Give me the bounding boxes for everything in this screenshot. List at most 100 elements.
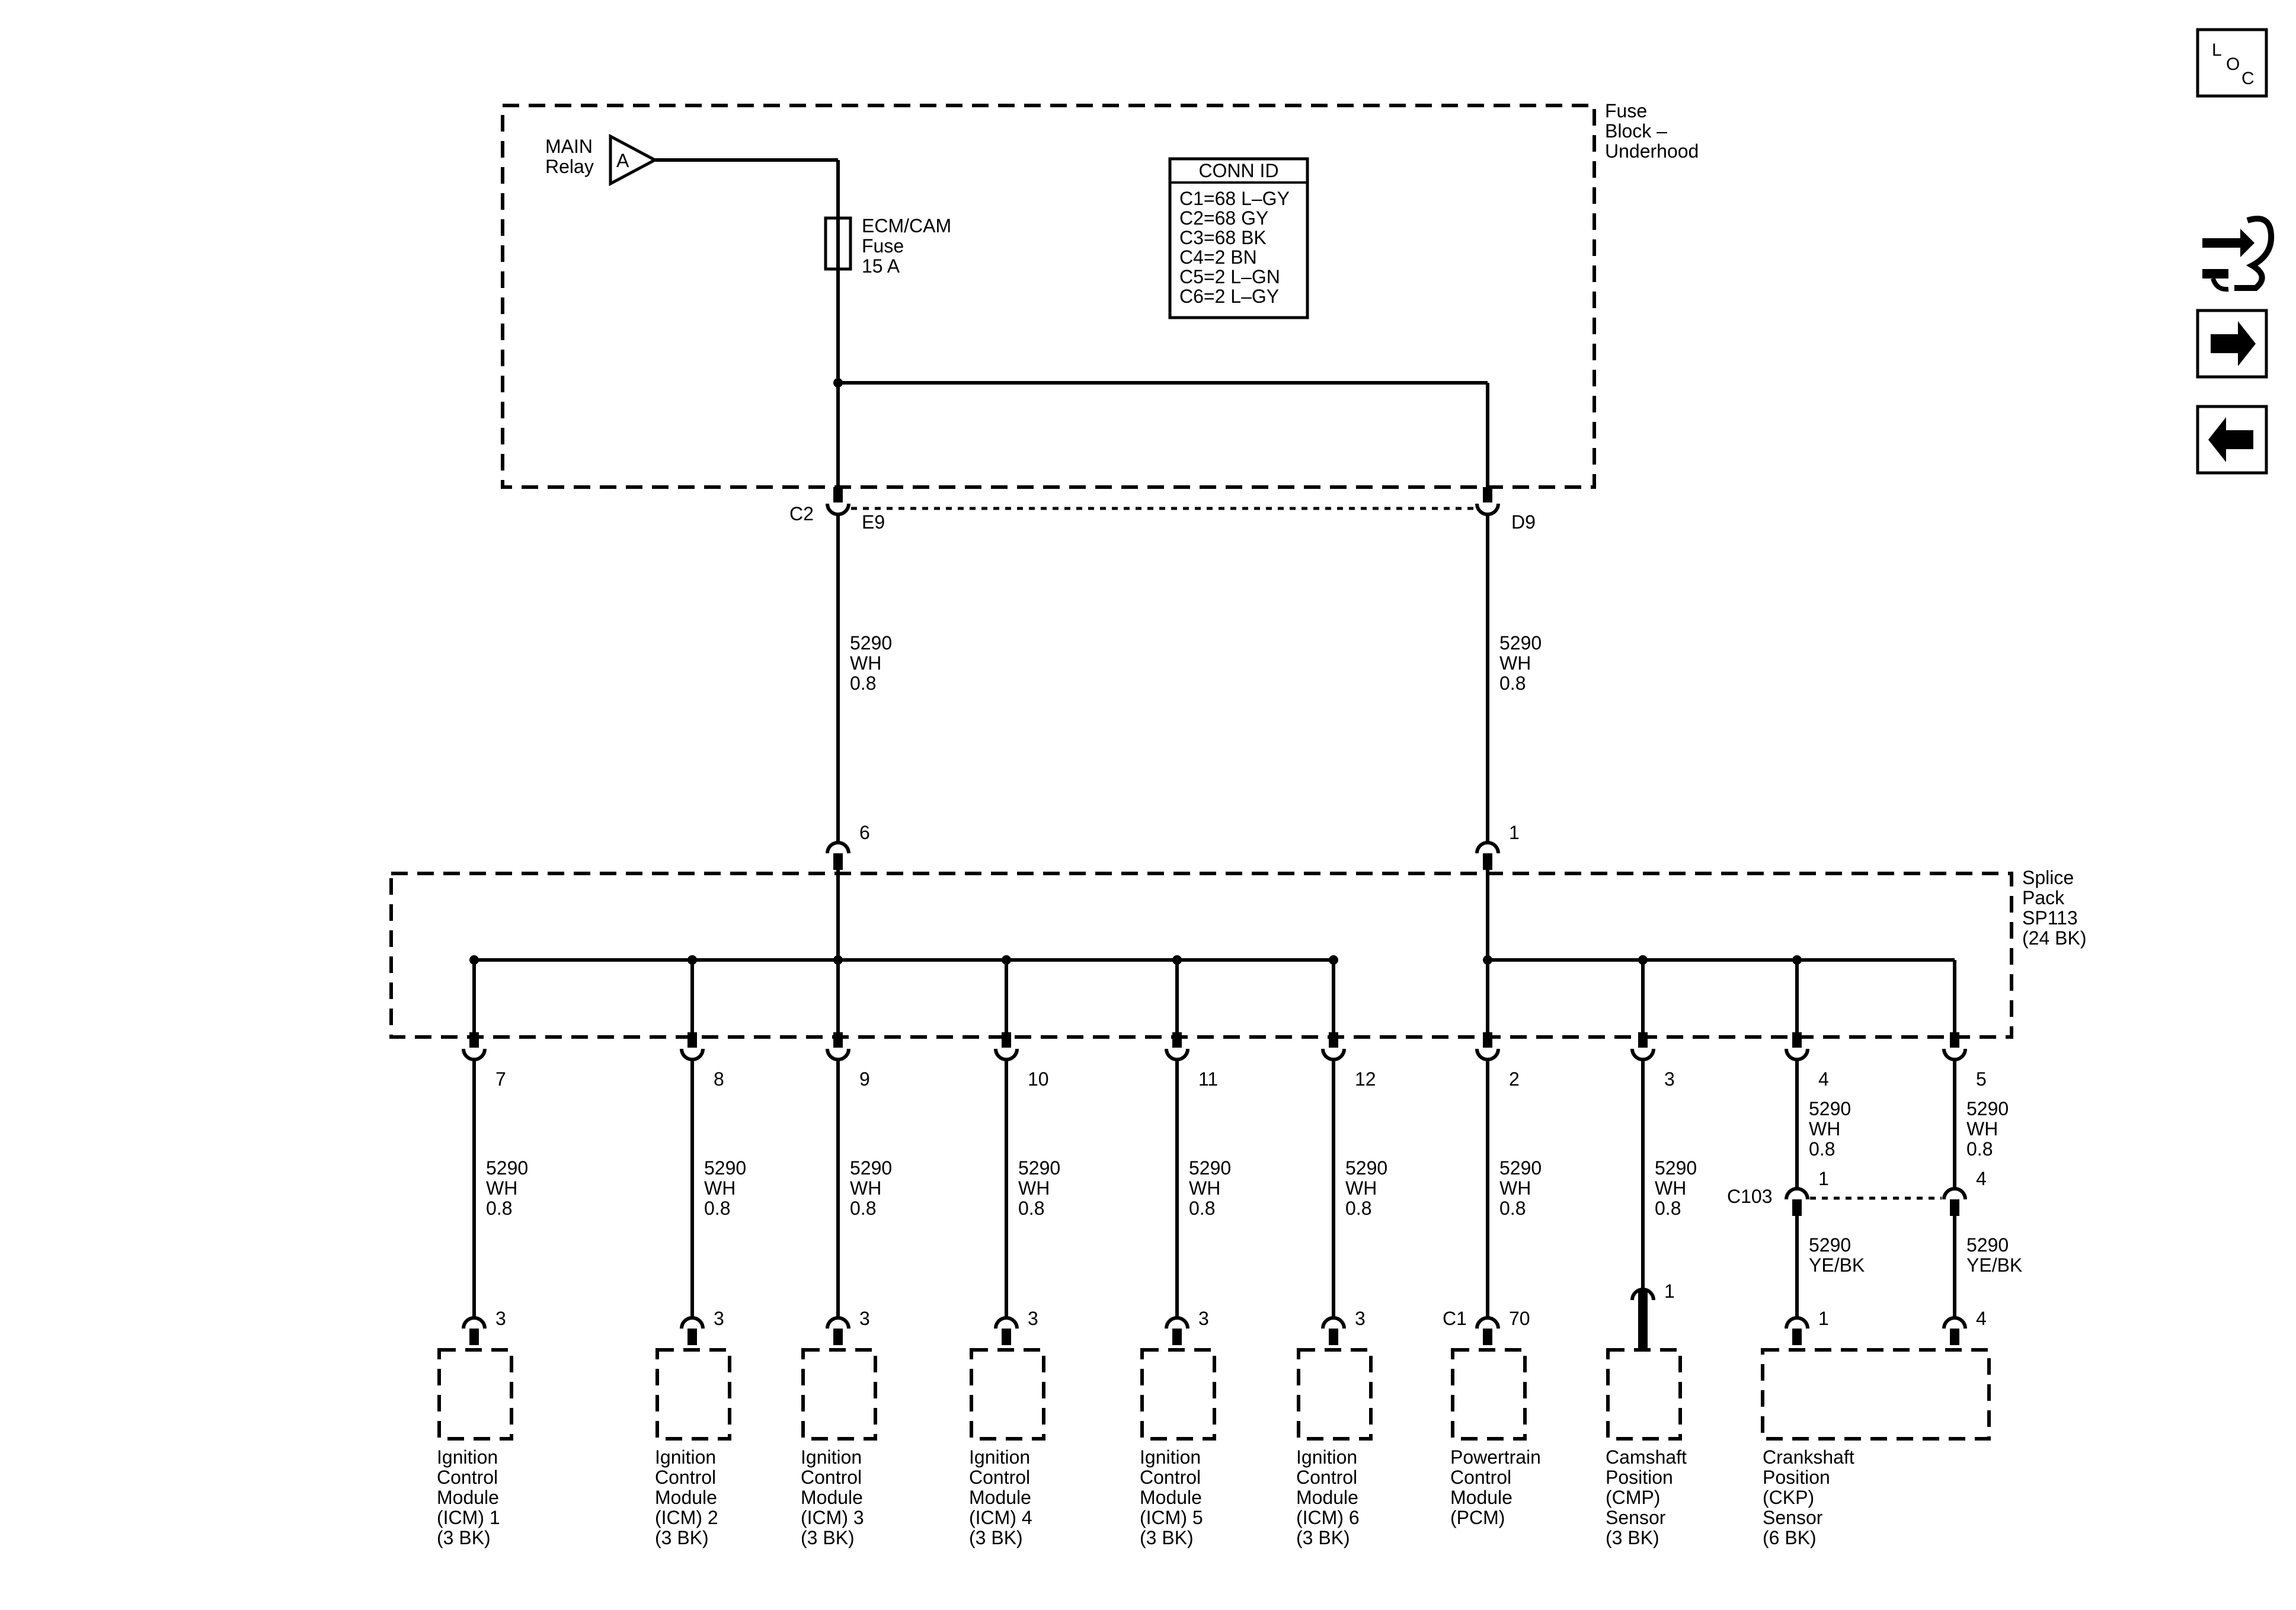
component-label-line: (3 BK) <box>969 1527 1023 1548</box>
conn-id-3: C3=68 BK <box>1179 227 1267 248</box>
component-pin: 3 <box>1198 1308 1209 1329</box>
splice-output-pin: 9 <box>859 1068 870 1090</box>
component-label-line: (ICM) 4 <box>969 1507 1032 1528</box>
wire-color: WH <box>486 1177 517 1199</box>
ckp-sensor-pin-b: 4 <box>1976 1308 1987 1329</box>
component-label-line: (ICM) 1 <box>437 1507 500 1528</box>
component-label-line: Module <box>801 1487 863 1508</box>
component-pin: 3 <box>859 1308 870 1329</box>
component-label-line: (ICM) 5 <box>1140 1507 1203 1528</box>
branch-circuit: 35290WH0.81CamshaftPosition(CMP)Sensor(3… <box>1606 955 1697 1548</box>
wire-size: 0.8 <box>850 1198 876 1219</box>
ckp-label-4: Sensor <box>1763 1507 1823 1528</box>
ckp-wire-a-circuit: 5290 <box>1809 1098 1851 1119</box>
relay-label-1: MAIN <box>545 136 593 157</box>
ckp-wire-b-size: 0.8 <box>1966 1138 1993 1160</box>
component-box <box>437 1348 513 1441</box>
component-pin: 70 <box>1509 1308 1530 1329</box>
component-box <box>1606 1348 1682 1441</box>
wire-right-color: WH <box>1499 652 1531 674</box>
wire-circuit-number: 5290 <box>1499 1157 1542 1179</box>
component-label-line: Control <box>655 1467 716 1488</box>
component-label-line: Module <box>1296 1487 1358 1508</box>
arrow-left-icon[interactable] <box>2196 405 2268 475</box>
wire-circuit-number: 5290 <box>1018 1157 1060 1179</box>
component-label-line: (3 BK) <box>437 1527 491 1548</box>
conn-id-5: C5=2 L–GN <box>1179 266 1280 287</box>
ckp-wire-d-circuit: 5290 <box>1966 1234 2009 1256</box>
wire-harness-icon[interactable] <box>2202 216 2275 292</box>
wire-size: 0.8 <box>1655 1198 1681 1219</box>
splice-output-pin: 7 <box>495 1068 506 1090</box>
component-label-line: Camshaft <box>1606 1446 1687 1468</box>
splice-output-pin: 10 <box>1028 1068 1049 1090</box>
splice-output-pin: 11 <box>1198 1068 1218 1090</box>
component-label-line: (PCM) <box>1450 1507 1505 1528</box>
wire-circuit-number: 5290 <box>1655 1157 1697 1179</box>
component-box <box>801 1348 877 1441</box>
wire-color: WH <box>1345 1177 1377 1199</box>
fuse-block-label-2: Block – <box>1605 120 1667 142</box>
component-label-line: Ignition <box>801 1446 862 1468</box>
ckp-wire-a-size: 0.8 <box>1809 1138 1835 1160</box>
conn-id-box <box>1168 157 1309 319</box>
splice-output-pin: 3 <box>1664 1068 1675 1090</box>
conn-id-1: C1=68 L–GY <box>1179 188 1290 209</box>
wire-circuit-number: 5290 <box>704 1157 746 1179</box>
branch-circuit: 25290WH0.870C1PowertrainControlModule(PC… <box>1443 960 1542 1528</box>
ckp-label-2: Position <box>1763 1467 1830 1488</box>
conn-id-2: C2=68 GY <box>1179 207 1268 229</box>
conn-id-6: C6=2 L–GY <box>1179 286 1279 307</box>
component-label-line: Ignition <box>1140 1446 1201 1468</box>
component-label-line: (3 BK) <box>1606 1527 1659 1548</box>
splice-in-pin-right: 1 <box>1509 822 1520 843</box>
component-label-line: Module <box>1140 1487 1202 1508</box>
component-label-line: Module <box>655 1487 717 1508</box>
wire-color: WH <box>1655 1177 1686 1199</box>
loc-letter-c: C <box>2241 69 2255 88</box>
pin-d9-label: D9 <box>1511 511 1536 533</box>
component-label-line: (CMP) <box>1606 1487 1660 1508</box>
arrow-right-icon[interactable] <box>2196 309 2268 379</box>
c2-connector-label: C2 <box>789 503 814 524</box>
component-label-line: Control <box>1450 1467 1511 1488</box>
component-label-line: (ICM) 3 <box>801 1507 864 1528</box>
splice-pin-4: 4 <box>1818 1068 1829 1090</box>
component-label-line: Powertrain <box>1450 1446 1541 1468</box>
component-label-line: Ignition <box>1296 1446 1357 1468</box>
wire-color: WH <box>1018 1177 1050 1199</box>
component-label-line: Control <box>969 1467 1030 1488</box>
ckp-wire-d-color: YE/BK <box>1966 1254 2022 1276</box>
component-label-line: (ICM) 2 <box>655 1507 718 1528</box>
component-label-line: Control <box>801 1467 862 1488</box>
wire-circuit-number: 5290 <box>1345 1157 1387 1179</box>
fuse-label-1: ECM/CAM <box>862 215 951 236</box>
splice-output-pin: 2 <box>1509 1068 1520 1090</box>
c103-pin-a: 1 <box>1818 1168 1829 1189</box>
splice-in-pin-left: 6 <box>859 822 870 843</box>
splice-output-pin: 8 <box>714 1068 724 1090</box>
component-box <box>655 1348 731 1441</box>
relay-triangle-icon <box>609 133 658 187</box>
splice-pin-5: 5 <box>1976 1068 1987 1090</box>
loc-letter-l: L <box>2212 40 2222 60</box>
component-label-line: Position <box>1606 1467 1673 1488</box>
ckp-wire-b-color: WH <box>1966 1118 1998 1140</box>
loc-button[interactable]: L O C <box>2196 28 2268 98</box>
ckp-label-3: (CKP) <box>1763 1487 1814 1508</box>
wire-size: 0.8 <box>486 1198 512 1219</box>
wire-size: 0.8 <box>1499 1198 1526 1219</box>
fuse-block-outline <box>501 104 1596 489</box>
ckp-label-1: Crankshaft <box>1763 1446 1854 1468</box>
component-box <box>1297 1348 1373 1441</box>
wire-size: 0.8 <box>704 1198 730 1219</box>
ckp-sensor-pin-a: 1 <box>1818 1308 1829 1329</box>
component-box <box>1451 1348 1527 1441</box>
